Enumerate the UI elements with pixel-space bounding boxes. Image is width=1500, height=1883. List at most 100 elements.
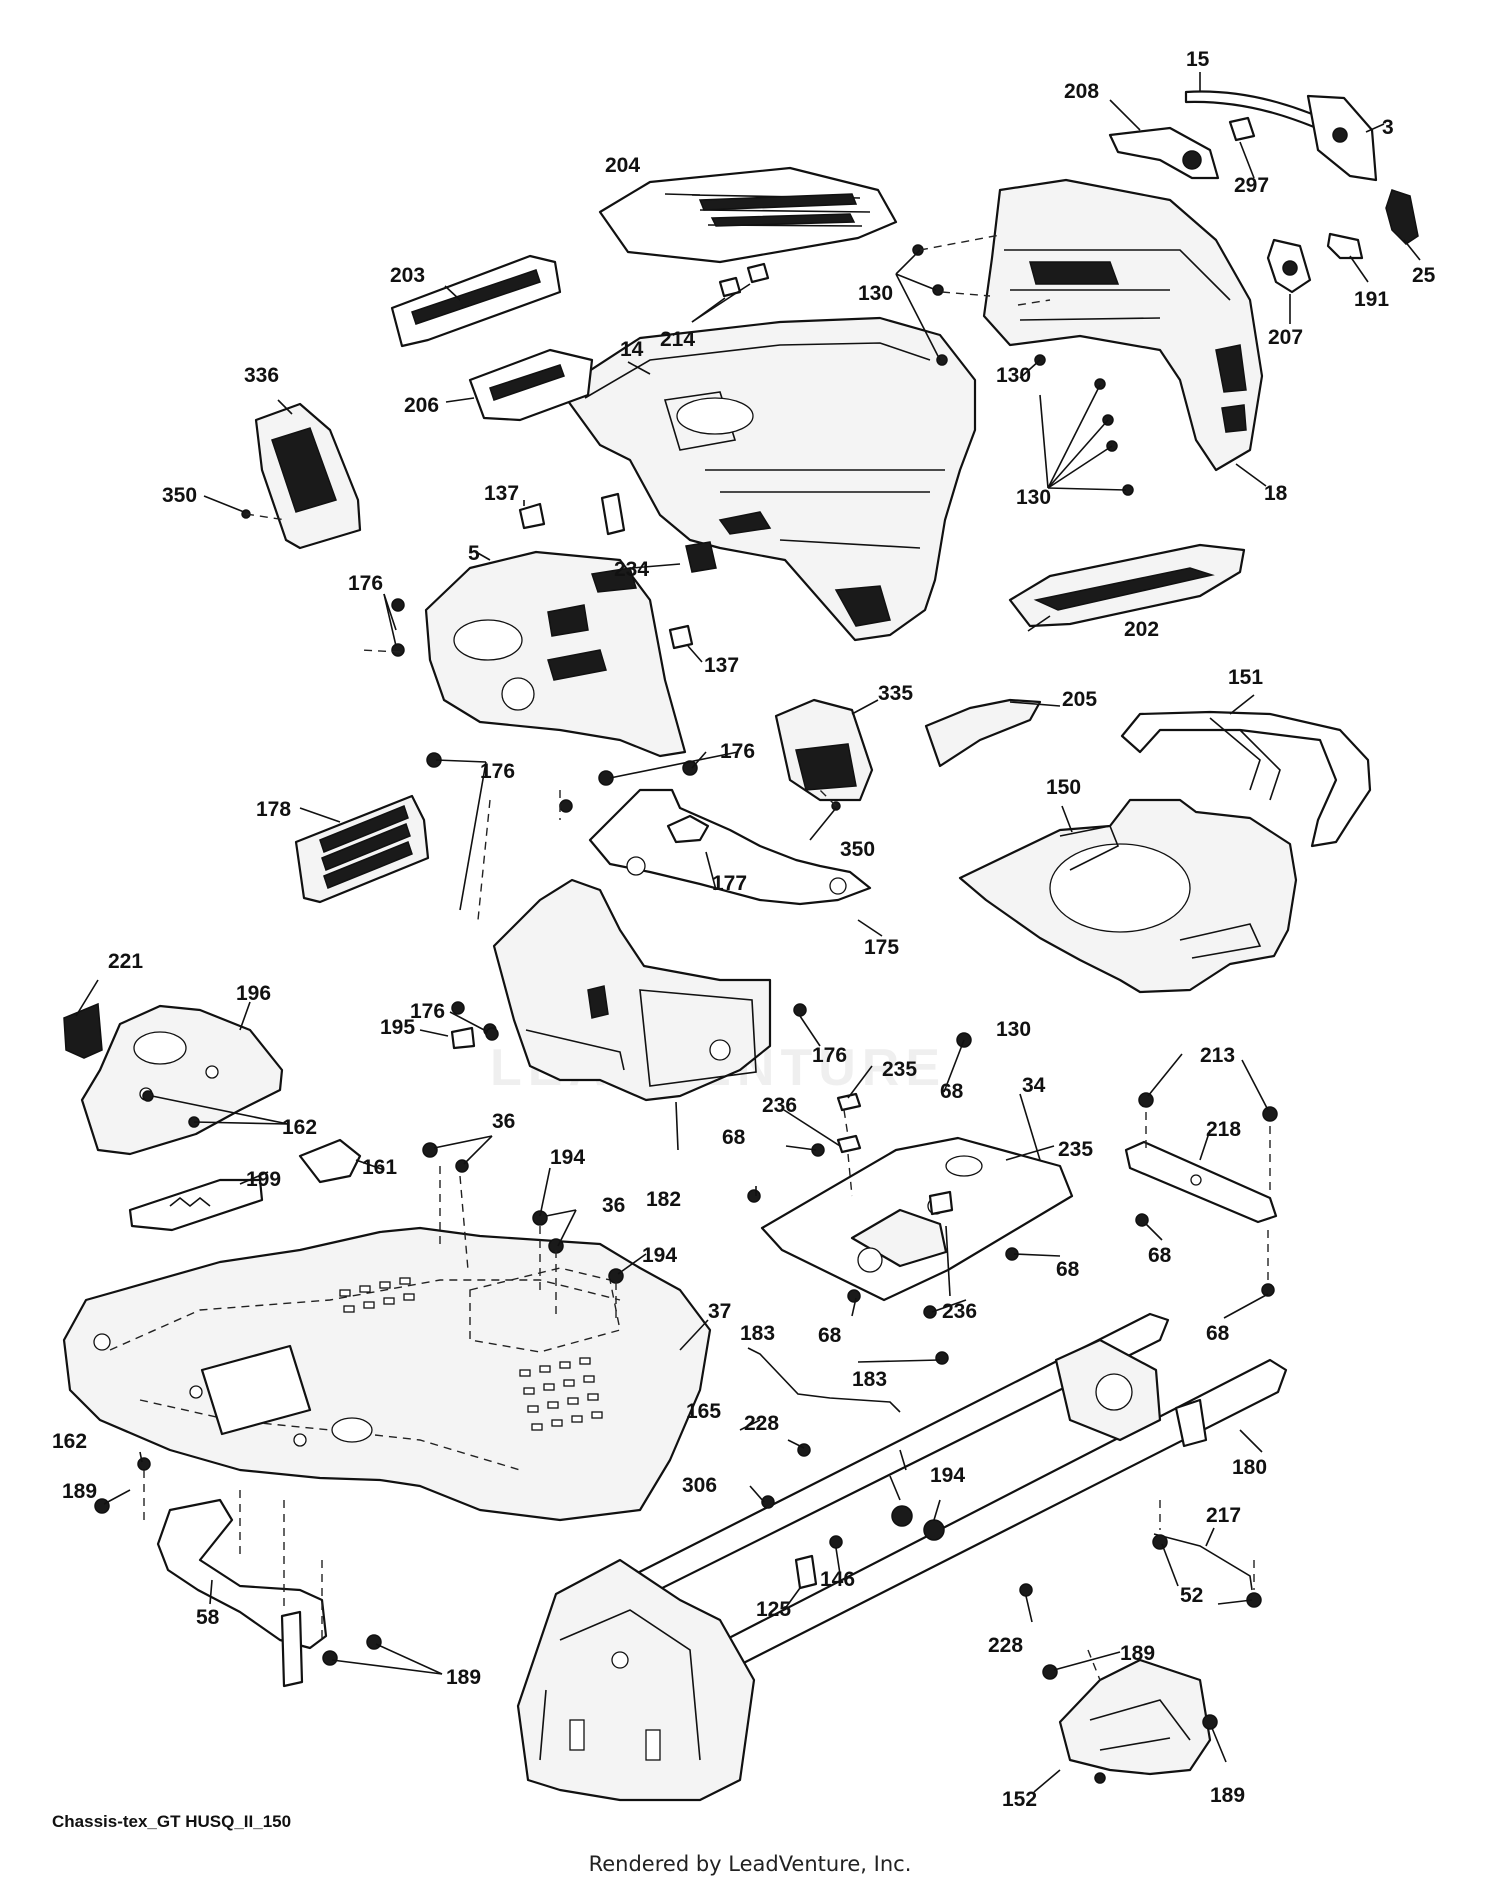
- label-335: 335: [878, 682, 913, 705]
- label-25: 25: [1412, 264, 1436, 287]
- part-180-front-frame-plate: [516, 1558, 756, 1802]
- label-207: 207: [1268, 326, 1303, 349]
- part-178-grille-plate: [294, 794, 430, 904]
- part-180-main-frame: [578, 1312, 1288, 1682]
- assembly-dashed-lines: [143, 234, 1271, 1681]
- label-37: 37: [708, 1300, 731, 1323]
- label-18: 18: [1264, 482, 1288, 505]
- label-208: 208: [1064, 80, 1099, 103]
- part-137-clips: [518, 502, 694, 650]
- label-178: 178: [256, 798, 291, 821]
- label-130-d: 130: [996, 1018, 1031, 1041]
- label-52: 52: [1180, 1584, 1203, 1607]
- label-217: 217: [1206, 1504, 1241, 1527]
- label-68-e: 68: [818, 1324, 842, 1347]
- part-151-support-bracket: [1120, 710, 1372, 848]
- part-195-plug: [450, 1026, 476, 1050]
- label-130-b: 130: [996, 364, 1031, 387]
- label-176-d: 176: [410, 1000, 445, 1023]
- label-36-lower: 36: [602, 1194, 625, 1217]
- label-36-upper: 36: [492, 1110, 515, 1133]
- fender-vent-holes: [339, 1277, 603, 1431]
- part-205-side-trim: [924, 698, 1042, 768]
- part-152-rear-bracket: [1058, 1658, 1212, 1776]
- label-350-b: 350: [840, 838, 875, 861]
- label-161: 161: [362, 1156, 397, 1179]
- label-221: 221: [108, 950, 143, 973]
- label-205: 205: [1062, 688, 1097, 711]
- part-336-side-panel: [254, 402, 362, 550]
- label-15: 15: [1186, 48, 1210, 71]
- label-176-c: 176: [720, 740, 755, 763]
- part-25-side-lens: [1385, 189, 1419, 245]
- part-204-hood-vent-cover: [598, 166, 898, 264]
- label-350-a: 350: [162, 484, 197, 507]
- part-58-rear-bracket: [156, 1498, 328, 1688]
- label-146: 146: [820, 1568, 855, 1591]
- part-5-dash-panel: [424, 550, 687, 758]
- part-234-latch: [600, 492, 717, 573]
- label-204: 204: [605, 154, 640, 177]
- label-176-a: 176: [348, 572, 383, 595]
- part-14-hood: [558, 316, 977, 642]
- label-194-c: 194: [930, 1464, 965, 1487]
- label-137-a: 137: [484, 482, 519, 505]
- label-191: 191: [1354, 288, 1389, 311]
- label-206: 206: [404, 394, 439, 417]
- part-335-side-panel: [774, 698, 874, 802]
- label-5: 5: [468, 542, 480, 565]
- label-195: 195: [380, 1016, 415, 1039]
- part-202-lower-grille: [1008, 543, 1246, 628]
- part-218-bracket: [1124, 1140, 1278, 1224]
- label-177: 177: [712, 872, 747, 895]
- part-221-decal: [63, 1002, 103, 1059]
- label-189-d: 189: [1210, 1784, 1245, 1807]
- label-3: 3: [1382, 116, 1394, 139]
- label-306: 306: [682, 1474, 717, 1497]
- label-130-a: 130: [858, 282, 893, 305]
- part-3-headlight-lens: [1306, 94, 1378, 182]
- label-297: 297: [1234, 174, 1269, 197]
- part-125-clip: [794, 1554, 818, 1590]
- label-228-a: 228: [744, 1412, 779, 1435]
- label-202: 202: [1124, 618, 1159, 641]
- label-236-b: 236: [942, 1300, 977, 1323]
- label-162-a: 162: [282, 1116, 317, 1139]
- label-235-a: 235: [882, 1058, 917, 1081]
- label-180: 180: [1232, 1456, 1267, 1479]
- label-218: 218: [1206, 1118, 1241, 1141]
- part-217-rod: [1153, 1533, 1253, 1591]
- part-191-clip: [1326, 232, 1364, 260]
- leader-lines: [75, 72, 1421, 1793]
- label-183-a: 183: [740, 1322, 775, 1345]
- label-125: 125: [756, 1598, 791, 1621]
- label-213: 213: [1200, 1044, 1235, 1067]
- part-175-dash-bracket: [588, 788, 872, 906]
- part-number-labels: 3 5 14 15 18 25 34 36 36 37 52 58 68 68 …: [52, 48, 1436, 1811]
- part-297-lamp-socket: [1228, 116, 1256, 142]
- label-175: 175: [864, 936, 899, 959]
- label-196: 196: [236, 982, 271, 1005]
- label-234: 234: [614, 558, 649, 581]
- part-37-rear-fender: [62, 1226, 712, 1522]
- label-162-b: 162: [52, 1430, 87, 1453]
- label-68-f: 68: [1206, 1322, 1230, 1345]
- part-235-236-bushings: [836, 1092, 954, 1216]
- label-152: 152: [1002, 1788, 1037, 1811]
- label-150: 150: [1046, 776, 1081, 799]
- part-196-cowl-cover: [80, 1004, 284, 1156]
- label-14: 14: [620, 338, 644, 361]
- label-336: 336: [244, 364, 279, 387]
- label-194-a: 194: [550, 1146, 585, 1169]
- label-165: 165: [686, 1400, 721, 1423]
- part-177-knob: [666, 814, 710, 844]
- label-151: 151: [1228, 666, 1263, 689]
- part-18-front-grille-housing: [982, 178, 1264, 472]
- part-165-rod: [747, 1347, 901, 1413]
- label-194-b: 194: [642, 1244, 677, 1267]
- label-199: 199: [246, 1168, 281, 1191]
- label-137-b: 137: [704, 654, 739, 677]
- label-176-b: 176: [480, 760, 515, 783]
- part-161-plate: [298, 1138, 362, 1184]
- label-130-c: 130: [1016, 486, 1051, 509]
